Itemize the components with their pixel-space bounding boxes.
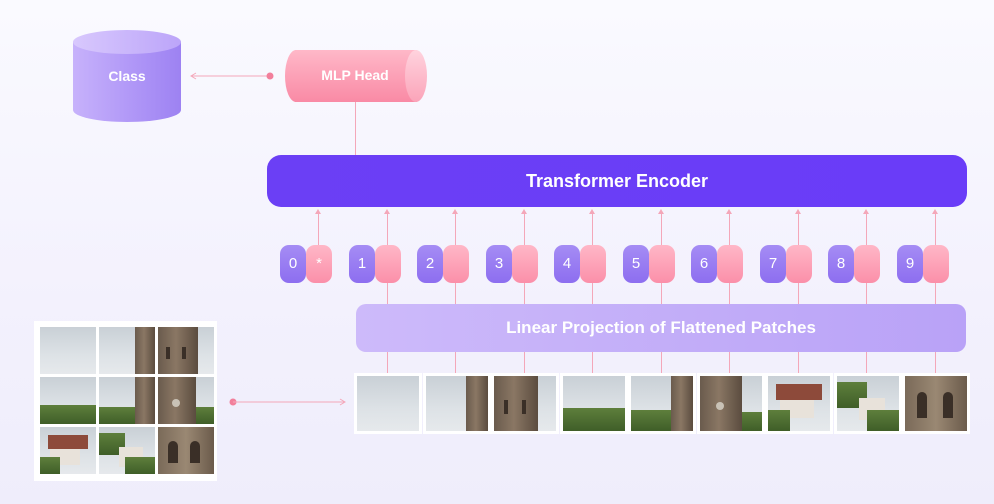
token-to-encoder-connector <box>866 213 867 245</box>
up-arrow-icon <box>795 209 801 214</box>
up-arrow-icon <box>589 209 595 214</box>
patch-embedding-token-0: * <box>306 245 332 283</box>
token-to-encoder-connector <box>318 213 319 245</box>
token-to-encoder-connector <box>661 213 662 245</box>
patch-thumb-8 <box>834 373 902 434</box>
up-arrow-icon <box>452 209 458 214</box>
up-arrow-icon <box>384 209 390 214</box>
mlp-head-label: MLP Head <box>321 67 389 83</box>
patch-embedding-token-5 <box>649 245 675 283</box>
token-to-encoder-connector <box>455 213 456 245</box>
patch-embedding-token-7 <box>786 245 812 283</box>
up-arrow-icon <box>863 209 869 214</box>
mlp-head-body <box>295 50 417 102</box>
encoder-to-mlp-connector <box>355 102 356 155</box>
patch-embedding-token-9 <box>923 245 949 283</box>
patch-embedding-token-6 <box>717 245 743 283</box>
position-token-3: 3 <box>486 245 512 283</box>
class-label: Class <box>108 68 146 84</box>
up-arrow-icon <box>726 209 732 214</box>
grid-patch-3 <box>158 327 214 374</box>
patch-thumb-3 <box>491 373 559 434</box>
grid-patch-6 <box>158 377 214 424</box>
mlp-head-cylinder: MLP Head <box>285 50 427 102</box>
patch-embedding-token-1 <box>375 245 401 283</box>
patch-thumb-9 <box>902 373 970 434</box>
linear-projection-block: Linear Projection of Flattened Patches <box>356 304 966 352</box>
grid-patch-9 <box>158 427 214 474</box>
token-to-encoder-connector <box>798 213 799 245</box>
mlp-head-right-cap <box>405 50 427 102</box>
position-token-2: 2 <box>417 245 443 283</box>
up-arrow-icon <box>658 209 664 214</box>
patch-thumb-1 <box>354 373 422 434</box>
patch-thumb-5 <box>628 373 696 434</box>
up-arrow-icon <box>932 209 938 214</box>
token-to-encoder-connector <box>935 213 936 245</box>
grid-patch-7 <box>40 427 96 474</box>
position-token-8: 8 <box>828 245 854 283</box>
patch-thumb-4 <box>560 373 628 434</box>
grid-patch-5 <box>99 377 155 424</box>
position-token-0: 0 <box>280 245 306 283</box>
image-patch-grid <box>34 321 217 481</box>
class-output-cylinder: Class <box>73 30 181 122</box>
patch-embedding-token-4 <box>580 245 606 283</box>
patch-embedding-token-8 <box>854 245 880 283</box>
token-to-encoder-connector <box>387 213 388 245</box>
grid-patch-2 <box>99 327 155 374</box>
token-to-encoder-connector <box>592 213 593 245</box>
mlp-to-class-arrow <box>190 72 274 80</box>
position-token-6: 6 <box>691 245 717 283</box>
patch-thumb-2 <box>423 373 491 434</box>
cylinder-top <box>73 30 181 54</box>
transformer-encoder-block: Transformer Encoder <box>267 155 967 207</box>
cylinder-bottom <box>73 98 181 122</box>
position-token-5: 5 <box>623 245 649 283</box>
grid-patch-8 <box>99 427 155 474</box>
position-token-9: 9 <box>897 245 923 283</box>
up-arrow-icon <box>315 209 321 214</box>
patch-embedding-token-3 <box>512 245 538 283</box>
patch-thumb-6 <box>697 373 765 434</box>
patch-embedding-token-2 <box>443 245 469 283</box>
position-token-7: 7 <box>760 245 786 283</box>
token-to-encoder-connector <box>524 213 525 245</box>
up-arrow-icon <box>521 209 527 214</box>
position-token-4: 4 <box>554 245 580 283</box>
position-token-1: 1 <box>349 245 375 283</box>
grid-patch-1 <box>40 327 96 374</box>
grid-patch-4 <box>40 377 96 424</box>
patch-thumb-7 <box>765 373 833 434</box>
token-to-encoder-connector <box>729 213 730 245</box>
grid-to-patches-arrow <box>229 398 346 406</box>
